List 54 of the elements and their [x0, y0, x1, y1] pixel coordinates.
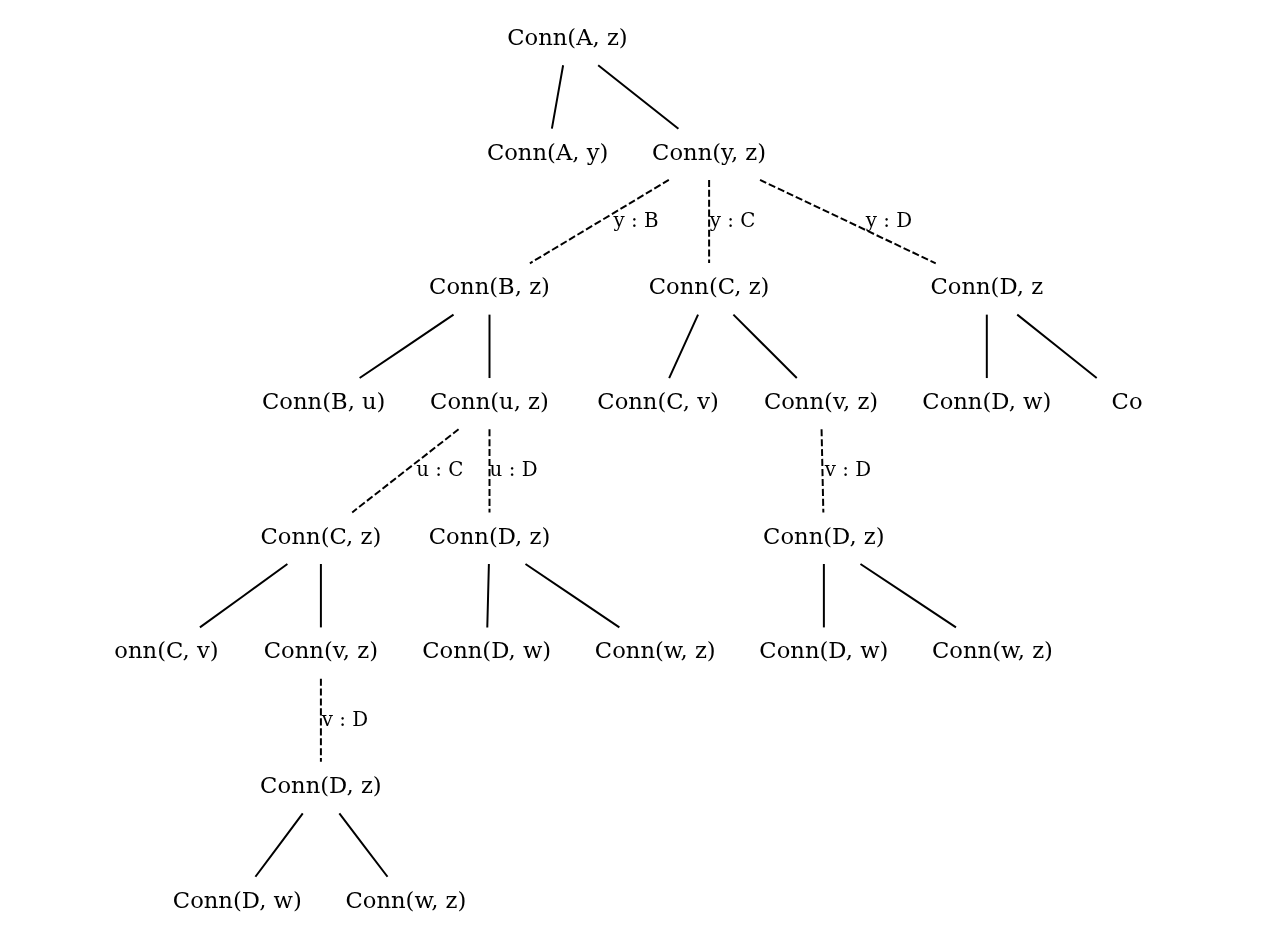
connector: [731, 313, 798, 380]
node-text: Conn(D, w): [172, 886, 302, 913]
edge-label: y : B: [613, 208, 659, 232]
node-text: Conn(u, z): [429, 388, 549, 415]
node-text: Conn(D, z): [259, 772, 382, 799]
connector: [488, 313, 490, 380]
node-text: Conn(D, z): [762, 522, 885, 549]
node-text: Conn(w, z): [594, 637, 716, 664]
node-text: Conn(v, z): [263, 637, 378, 664]
node-text: Conn(C, z): [648, 273, 769, 300]
connector: [667, 313, 699, 380]
connector: [485, 563, 490, 629]
node-text: Conn(D, z: [929, 273, 1043, 300]
node-text: Conn(D, w): [921, 388, 1051, 415]
connector: [985, 313, 988, 380]
connector: [358, 313, 454, 380]
edge-label: u : D: [489, 458, 538, 482]
connector: [758, 178, 937, 265]
node-text: Conn(D, w): [421, 637, 551, 664]
edge-label: v : D: [321, 707, 368, 731]
edge-label: y : C: [709, 208, 755, 232]
connector: [319, 563, 322, 629]
node-text: Conn(y, z): [651, 138, 766, 165]
connector: [319, 677, 322, 763]
connector: [253, 812, 304, 878]
node-text: Conn(w, z): [931, 637, 1053, 664]
edge-label: y : D: [865, 208, 912, 232]
connector: [337, 812, 388, 878]
connector: [820, 428, 824, 514]
connector: [550, 64, 564, 130]
node-text: Conn(C, z): [260, 522, 381, 549]
connector: [350, 428, 460, 514]
connector: [488, 428, 490, 514]
connector: [707, 178, 710, 265]
connector: [1015, 313, 1098, 380]
connector: [198, 563, 288, 629]
node-text: Conn(w, z): [344, 886, 466, 913]
connector: [596, 64, 679, 130]
edge-label: u : C: [415, 458, 464, 482]
node-text: onn(C, v): [113, 637, 219, 664]
node-text: Conn(C, v): [596, 388, 719, 415]
node-text: Conn(B, u): [261, 388, 385, 415]
connector: [858, 563, 957, 629]
node-text: Conn(A, z): [506, 23, 628, 50]
connector: [822, 563, 825, 629]
node-text: Conn(v, z): [763, 388, 878, 415]
node-text: Conn(D, z): [428, 522, 550, 549]
node-text: Co: [1111, 388, 1143, 415]
node-text: Conn(A, y): [486, 138, 608, 165]
node-text: Conn(D, w): [758, 637, 888, 664]
edge-label: v : D: [824, 458, 871, 482]
node-text: Conn(B, z): [428, 273, 550, 300]
connector: [528, 178, 670, 265]
connector: [524, 563, 620, 629]
